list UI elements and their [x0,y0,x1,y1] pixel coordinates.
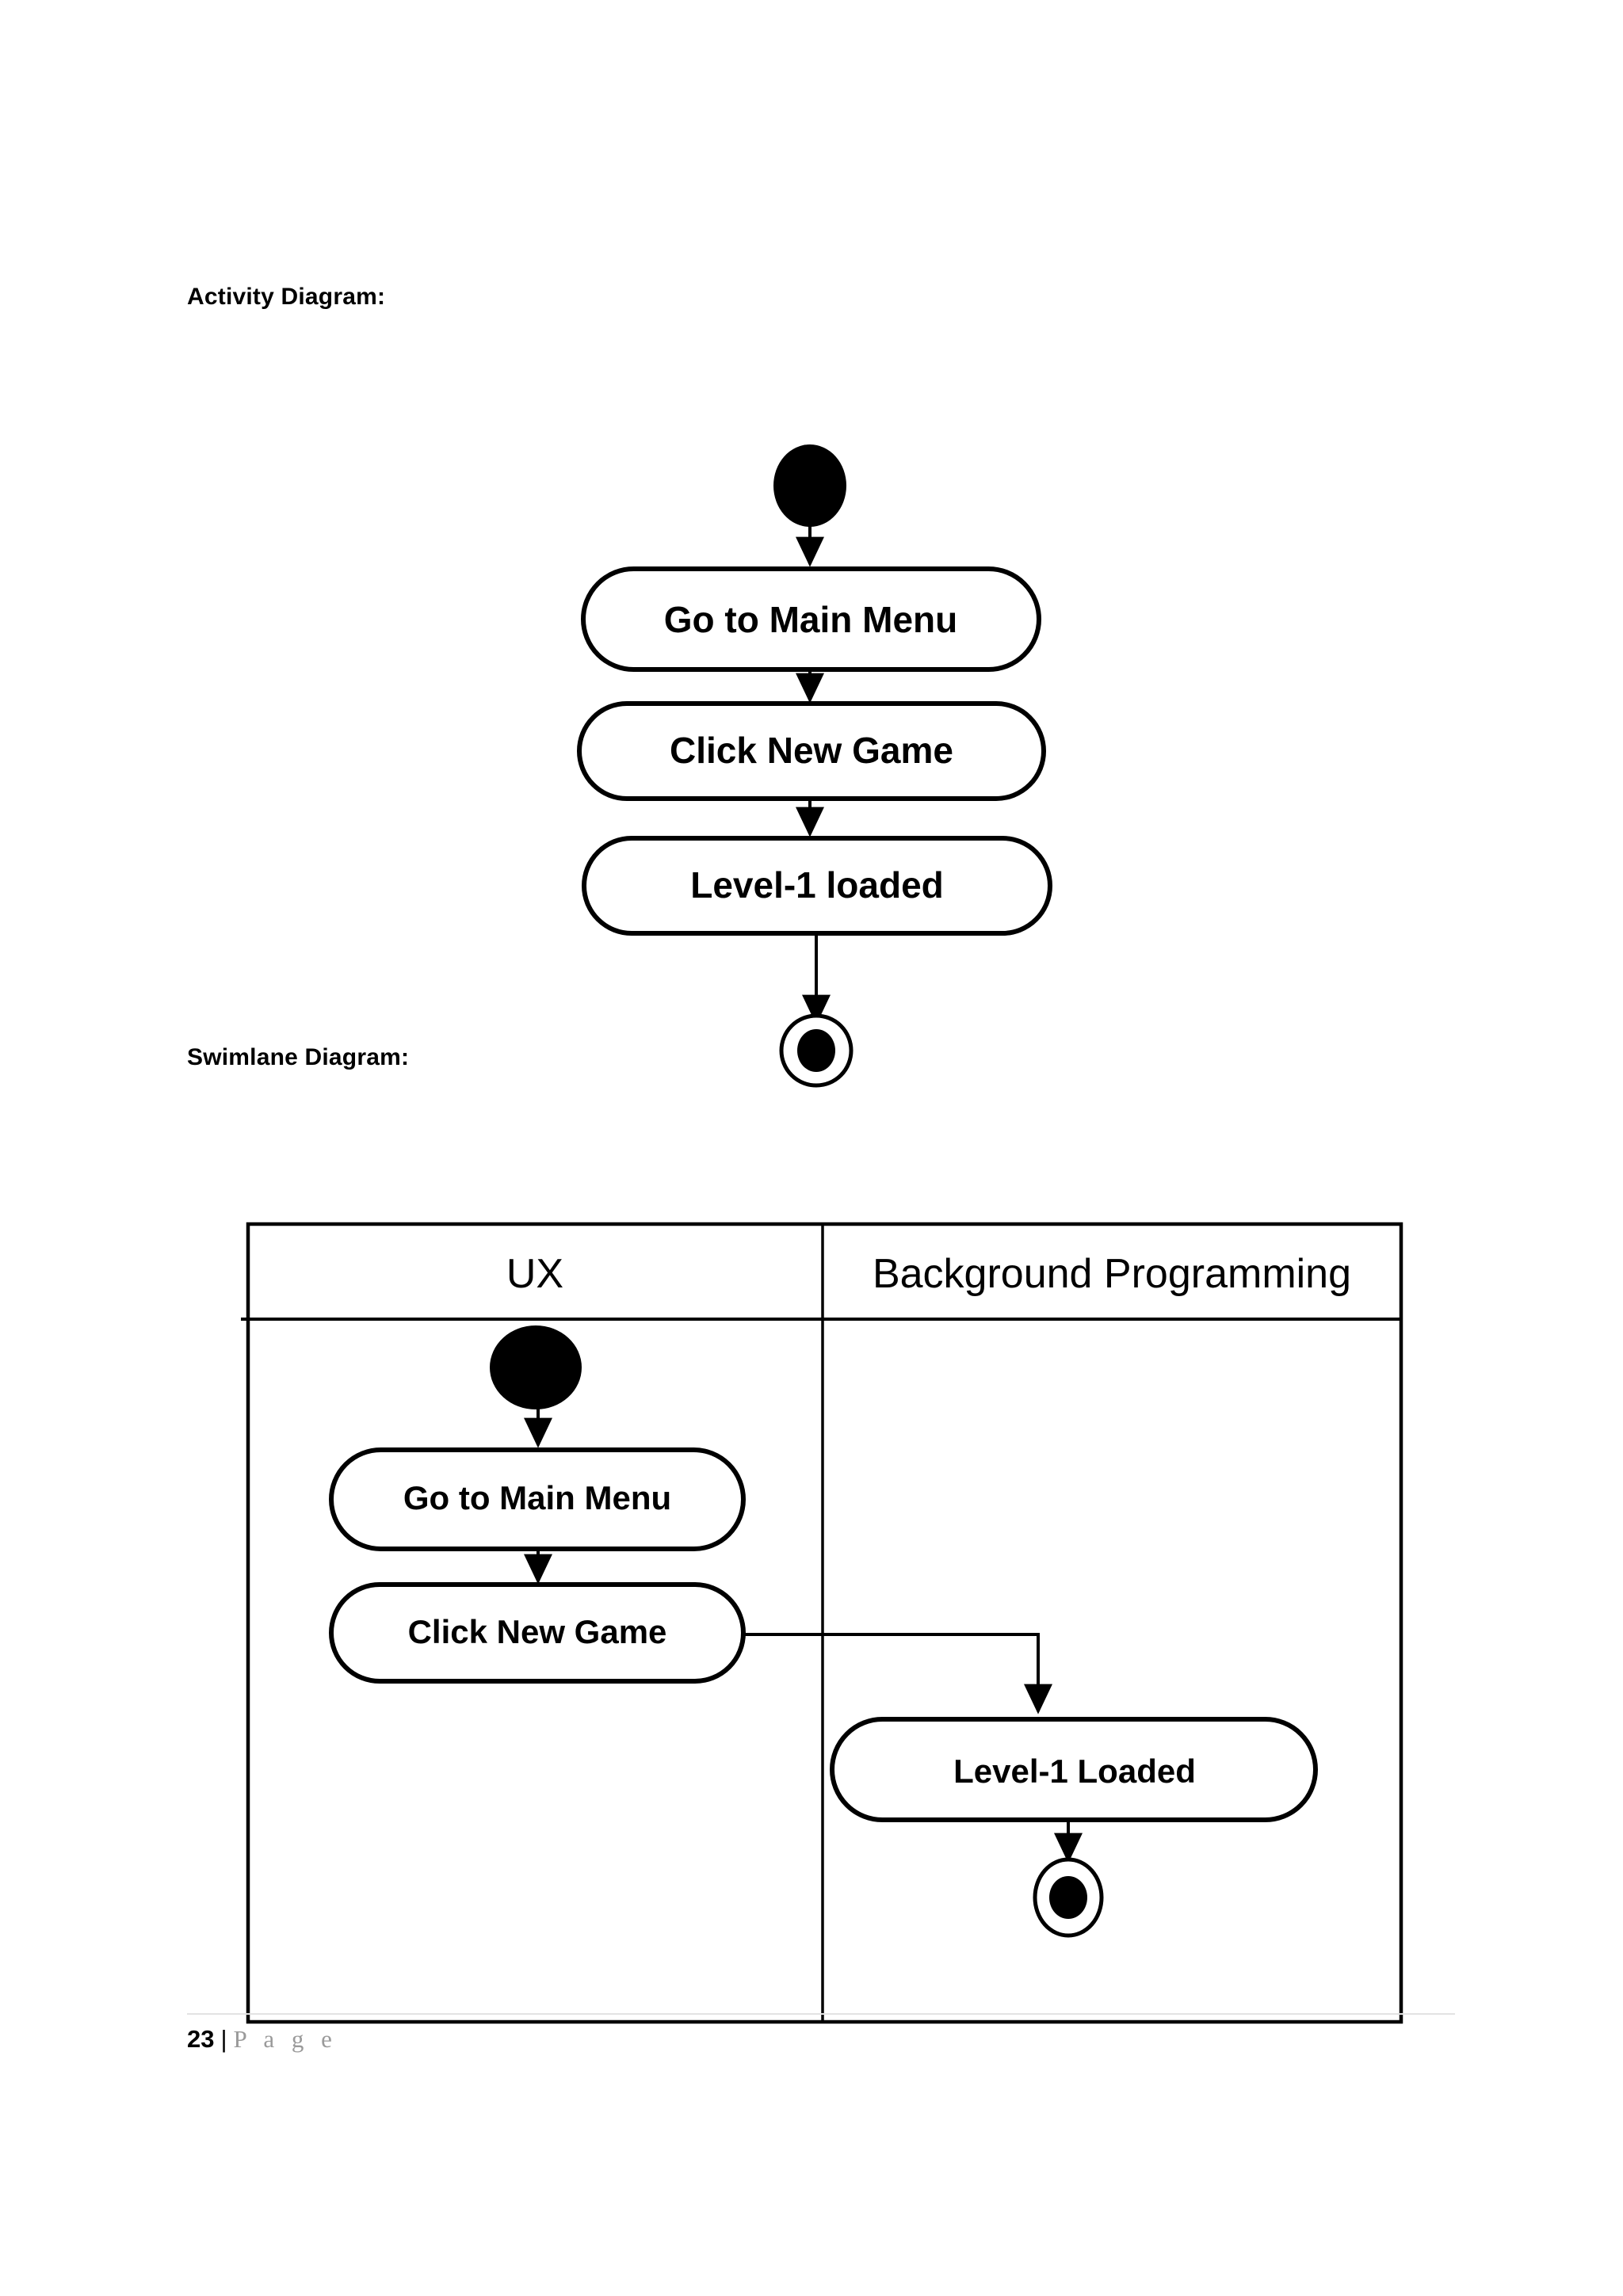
activity-step-1 [581,566,1041,672]
swimlane-flow-crosslane [743,1633,1052,1714]
activity-final-node-inner [797,1029,835,1072]
swimlane-lane-1-title: UX [506,1251,563,1297]
activity-initial-node [773,444,846,527]
swimlane-lane-2-title: Background Programming [873,1251,1351,1297]
swimlane-step-go-to-main-menu [329,1447,746,1551]
activity-step-1-label: Go to Main Menu [664,599,958,640]
activity-step-3 [582,836,1052,936]
footer-page-word: P a g e [233,2025,338,2053]
activity-step-2 [577,701,1046,801]
swimlane-step-level-1-loaded-label: Level-1 Loaded [953,1753,1196,1790]
swimlane-step-go-to-main-menu-label: Go to Main Menu [403,1479,671,1516]
swimlane-diagram-heading: Swimlane Diagram: [187,1044,410,1070]
footer-page-number: 23 [187,2025,215,2053]
swimlane-frame [246,1222,1403,2024]
footer-separator: | [220,2025,227,2053]
swimlane-step-level-1-loaded [830,1717,1318,1822]
activity-step-3-label: Level-1 loaded [690,864,944,906]
swimlane-step-click-new-game-label: Click New Game [408,1613,667,1650]
swimlane-final-node-inner [1049,1876,1087,1919]
page-footer: 23 | P a g e [187,2025,338,2054]
activity-diagram-heading: Activity Diagram: [187,284,386,310]
activity-step-2-label: Click New Game [670,730,953,771]
swimlane-initial-node [490,1325,582,1409]
footer-divider [187,2013,1455,2015]
